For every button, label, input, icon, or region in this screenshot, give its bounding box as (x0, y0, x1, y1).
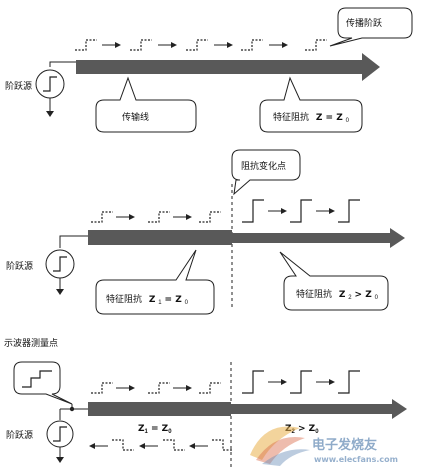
transmission-line-arrow (76, 53, 380, 81)
z1-label-3: Z1 = Z0 (138, 424, 172, 435)
z1-prefix: 特征阻抗 (106, 293, 142, 305)
incident-step-icon (186, 39, 208, 51)
transmitted-steps-2 (242, 199, 360, 223)
step-source-2: 阶跃源 (6, 235, 88, 295)
z1-sub1: 1 (158, 300, 162, 306)
transmitted-step-icon (338, 199, 360, 223)
z2-sub1: 2 (348, 295, 352, 301)
watermark-logo-icon (250, 426, 300, 460)
callout-impedance-z2: 特征阻抗 Z 2 > Z 0 (279, 251, 389, 311)
transmitted-step-icon (290, 199, 312, 223)
svg-text:特征阻抗 Z 2: 特征阻抗 Z 2 > Z 0 (296, 288, 379, 302)
incident-step-icon (91, 382, 113, 394)
callout-impedance-change-text: 阻抗变化点 (241, 160, 286, 172)
panel-3: 示波器测量点 (4, 337, 407, 467)
source-label-3: 阶跃源 (6, 429, 33, 441)
incident-step-icon (148, 382, 170, 394)
incident-step-icon (148, 211, 170, 223)
incident-step-icon (75, 39, 97, 51)
panel-1: 传播阶跃 阶跃源 传输线 (5, 7, 413, 133)
probe-node-icon (69, 406, 75, 412)
transmitted-step-icon (242, 370, 264, 394)
z1-z: Z (149, 295, 156, 305)
incident-steps-3 (91, 382, 221, 394)
step-source-3: 阶跃源 (6, 404, 88, 463)
callout-transmission-line-text: 传输线 (122, 111, 149, 123)
ground-icon (56, 457, 64, 463)
line-section-z1 (88, 230, 232, 245)
transmitted-steps-3 (242, 370, 360, 394)
z1-sub2: 0 (185, 300, 189, 306)
source-label-1: 阶跃源 (5, 80, 32, 92)
watermark: 电子发烧友 www.elecfans.com (250, 426, 398, 466)
panel-2: 阻抗变化点 阶跃源 (6, 149, 405, 315)
callout-impedance-change: 阻抗变化点 (231, 149, 301, 196)
ground-icon (56, 289, 64, 295)
reflected-step-icon (112, 439, 134, 451)
callout-propagating-step: 传播阶跃 (329, 7, 413, 47)
incident-step-icon (130, 39, 152, 51)
incident-step-icon (91, 211, 113, 223)
line-section-z2-arrow (232, 228, 405, 248)
svg-text:特征阻抗 Z = Z 0: 特征阻抗 Z = Z 0 (273, 111, 350, 124)
transmitted-step-icon (290, 370, 312, 394)
oscilloscope-step-icon (22, 370, 52, 388)
step-source-1: 阶跃源 (5, 61, 76, 117)
watermark-main-text: 电子发烧友 (312, 437, 377, 453)
z2-prefix: 特征阻抗 (296, 288, 332, 300)
impedance-sub-1: 0 (346, 118, 350, 124)
incident-step-icon (199, 382, 221, 394)
transmitted-step-icon (338, 370, 360, 394)
line-section-z2-arrow-3 (231, 399, 407, 419)
incident-steps-1 (75, 39, 327, 51)
watermark-url-text: www.elecfans.com (314, 455, 398, 464)
callout-impedance-1: 特征阻抗 Z = Z 0 (259, 76, 363, 133)
source-label-2: 阶跃源 (6, 260, 33, 272)
impedance-prefix-1: 特征阻抗 (273, 111, 309, 123)
scope-measure-label: 示波器测量点 (4, 337, 58, 349)
callout-propagating-step-text: 传播阶跃 (346, 17, 382, 29)
z2-mid: > Z (355, 290, 373, 300)
reflected-steps-3 (89, 439, 232, 451)
incident-steps-2 (91, 211, 221, 223)
z1-mid: = Z (165, 295, 183, 305)
line-section-z1-3 (88, 402, 231, 416)
z2-z: Z (339, 290, 346, 300)
oscilloscope-callout (13, 361, 73, 405)
reflected-step-icon (163, 439, 185, 451)
incident-step-icon (305, 39, 327, 51)
incident-step-icon (199, 211, 221, 223)
callout-impedance-z1: 特征阻抗 Z 1 = Z 0 (95, 249, 215, 315)
incident-step-icon (241, 39, 263, 51)
svg-text:特征阻抗 Z 1: 特征阻抗 Z 1 = Z 0 (106, 293, 189, 307)
z2-sub2: 0 (375, 295, 379, 301)
ground-icon (46, 111, 54, 117)
transmitted-step-icon (242, 199, 264, 223)
reflected-step-icon (212, 439, 232, 451)
impedance-eq-1: Z = Z (316, 113, 343, 123)
callout-transmission-line: 传输线 (95, 76, 197, 133)
